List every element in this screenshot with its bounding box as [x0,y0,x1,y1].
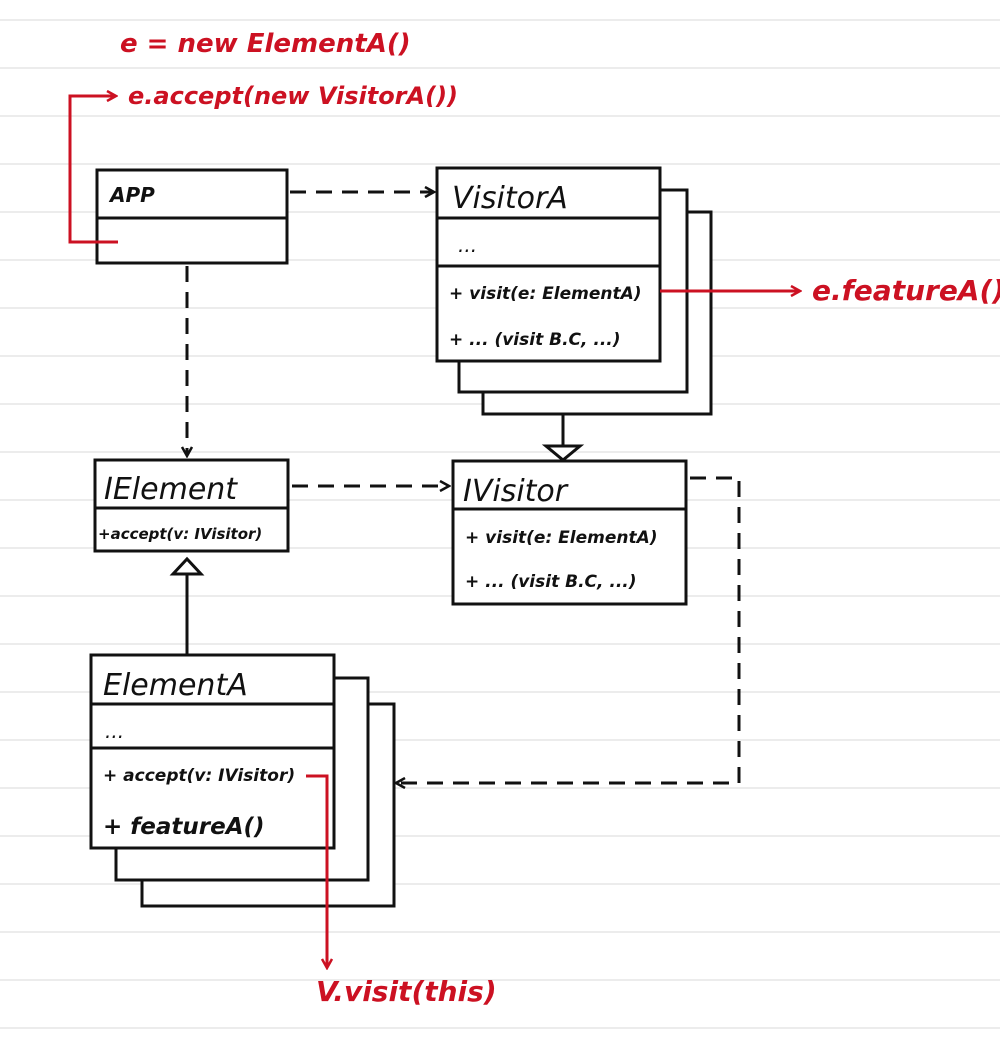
note-create-element: e = new ElementA() [120,29,411,59]
note-accept-call: e.accept(new VisitorA()) [128,82,458,110]
note-visit-call: V.visit(this) [316,975,497,1008]
element-a-fields: ... [105,719,124,743]
visitor-a-stack: VisitorA ... + visit(e: ElementA) + ... … [435,166,713,416]
ivisitor-interface-name: IVisitor [463,474,569,509]
app-class-name: APP [108,183,155,207]
ivisitor-method-visit: + visit(e: ElementA) [465,528,658,548]
visitor-a-class-name: VisitorA [452,181,568,216]
dependency-arrows [187,192,741,783]
accept-to-visit-arrow [306,774,327,968]
ielement-method-accept: +accept(v: IVisitor) [98,525,262,543]
ivisitor-to-element-a-dependency [396,476,741,783]
realization-arrows [169,414,585,654]
visitor-a-fields: ... [458,233,477,257]
visitor-a-method-visit: + visit(e: ElementA) [449,284,642,304]
ivisitor-realization-head [541,444,585,462]
visitor-a-method-others: + ... (visit B.C, ...) [449,330,621,350]
element-a-method-feature: + featureA() [103,814,265,840]
element-a-method-accept: + accept(v: IVisitor) [103,766,295,786]
ivisitor-method-others: + ... (visit B.C, ...) [465,572,637,592]
ielement-realization-head [169,556,205,576]
ivisitor-interface-box: IVisitor + visit(e: ElementA) + ... (vis… [451,459,688,606]
app-class-box: APP [95,168,289,265]
red-annotations: e = new ElementA() e.accept(new VisitorA… [68,29,1000,1008]
element-a-stack: ElementA ... + accept(v: IVisitor) + fea… [89,653,396,908]
app-accept-call-arrow [68,96,118,244]
ielement-interface-name: IElement [104,472,238,507]
ielement-interface-box: IElement +accept(v: IVisitor) [93,458,290,553]
note-feature-call: e.featureA() [812,274,1000,307]
element-a-class-name: ElementA [103,668,248,703]
